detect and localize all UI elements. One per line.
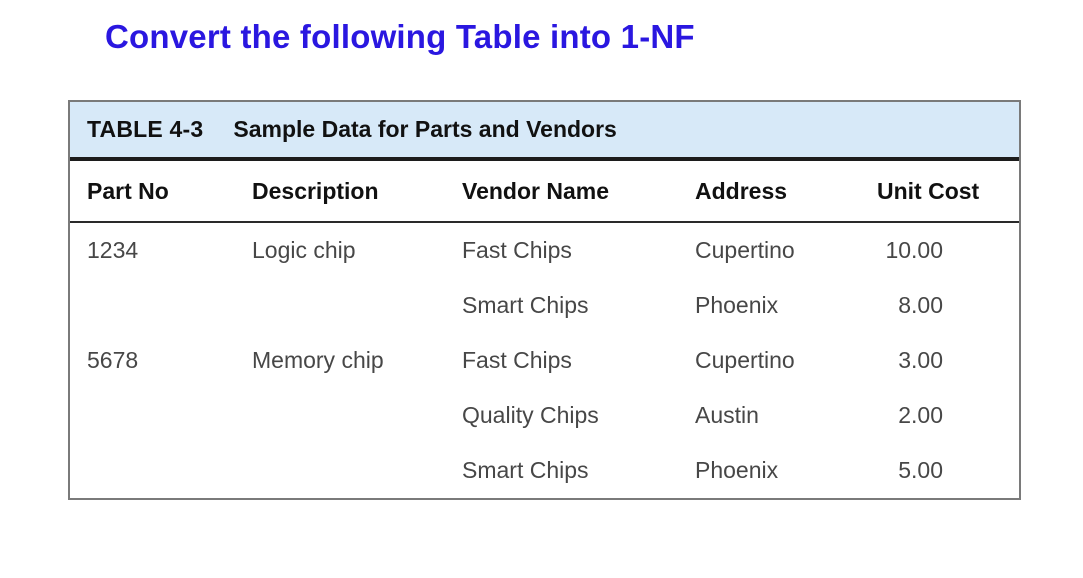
- cell-vendor-name: Fast Chips: [462, 347, 572, 373]
- cell-vendor-name: Smart Chips: [462, 457, 589, 483]
- table-row: 5678 Memory chip Fast Chips Cupertino 3.…: [70, 333, 1019, 388]
- table-caption-bar: TABLE 4-3 Sample Data for Parts and Vend…: [70, 102, 1019, 157]
- table-caption-title: Sample Data for Parts and Vendors: [233, 116, 617, 142]
- cell-address: Austin: [695, 402, 759, 428]
- cell-vendor-name: Quality Chips: [462, 402, 599, 428]
- cell-address: Cupertino: [695, 237, 795, 263]
- cell-address: Phoenix: [695, 292, 779, 318]
- divider-thin: [70, 221, 1019, 223]
- cell-vendor-name: Fast Chips: [462, 237, 572, 263]
- cell-address: Phoenix: [695, 457, 779, 483]
- cell-unit-cost: 5.00: [877, 457, 1019, 484]
- unit-cost-value: 2.00: [898, 402, 943, 428]
- cell-unit-cost: 2.00: [877, 402, 1019, 429]
- cell-unit-cost: 10.00: [877, 237, 1019, 264]
- column-header-vendor-name: Vendor Name: [462, 177, 609, 204]
- cell-unit-cost: 8.00: [877, 292, 1019, 319]
- cell-description: Memory chip: [252, 347, 384, 373]
- unit-cost-value: 5.00: [898, 457, 943, 483]
- table-caption-label: TABLE 4-3: [87, 116, 204, 142]
- page-title: Convert the following Table into 1-NF: [105, 18, 695, 55]
- unit-cost-value: 10.00: [885, 237, 943, 263]
- table-row: 1234 Logic chip Fast Chips Cupertino 10.…: [70, 223, 1019, 278]
- table-row: Quality Chips Austin 2.00: [70, 388, 1019, 443]
- unit-cost-value: 8.00: [898, 292, 943, 318]
- column-header-part-no: Part No: [87, 177, 169, 204]
- column-header-address: Address: [695, 177, 788, 204]
- table-row: Smart Chips Phoenix 8.00: [70, 278, 1019, 333]
- column-header-unit-cost: Unit Cost: [877, 177, 980, 204]
- cell-unit-cost: 3.00: [877, 347, 1019, 374]
- cell-part-no: 1234: [87, 237, 139, 263]
- unit-cost-value: 3.00: [898, 347, 943, 373]
- parts-vendors-table: TABLE 4-3 Sample Data for Parts and Vend…: [68, 100, 1021, 500]
- cell-description: Logic chip: [252, 237, 356, 263]
- divider-thick: [70, 157, 1019, 161]
- column-header-description: Description: [252, 177, 379, 204]
- table-header-row: Part No Description Vendor Name Address …: [70, 161, 1019, 221]
- cell-part-no: 5678: [87, 347, 139, 373]
- cell-vendor-name: Smart Chips: [462, 292, 589, 318]
- table-row: Smart Chips Phoenix 5.00: [70, 443, 1019, 498]
- cell-address: Cupertino: [695, 347, 795, 373]
